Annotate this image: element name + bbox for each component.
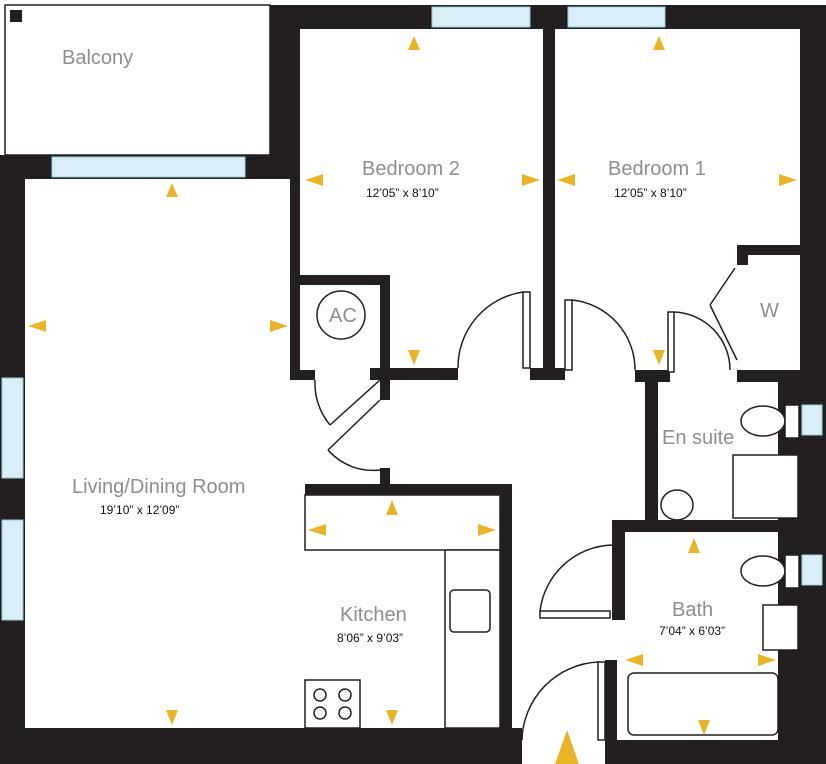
ensuite-toilet — [740, 405, 786, 437]
doors — [314, 267, 738, 741]
direction-arrows — [28, 36, 797, 764]
wardrobe-label: W — [760, 300, 779, 322]
bedroom1-dims: 12’05” x 8’10” — [614, 186, 687, 200]
bath-basin — [762, 604, 799, 651]
bath-label: Bath — [672, 599, 713, 621]
balcony-outline — [4, 4, 271, 156]
balcony-label: Balcony — [62, 47, 133, 69]
windows — [1, 6, 823, 621]
walls — [0, 5, 826, 764]
bedroom1-label: Bedroom 1 — [608, 158, 706, 180]
kitchen-counter-side — [444, 549, 501, 729]
bath-dims: 7’04” x 6’03” — [659, 624, 725, 638]
bedroom2-label: Bedroom 2 — [362, 158, 460, 180]
hob — [304, 679, 361, 729]
bedroom2-dims: 12’05” x 8’10” — [366, 186, 439, 200]
ensuite-basin — [660, 489, 694, 521]
kitchen-sink — [449, 589, 491, 633]
shower — [732, 454, 799, 519]
kitchen-dims: 8’06” x 9’03” — [337, 631, 403, 645]
ac-label: AC — [329, 305, 357, 327]
bath-toilet — [740, 555, 786, 587]
room-labels: Balcony Bedroom 2 12’05” x 8’10” Bedroom… — [62, 47, 779, 645]
ac-unit — [316, 290, 366, 340]
ensuite-label: En suite — [662, 427, 734, 449]
entrance-arrow — [555, 730, 579, 764]
kitchen-label: Kitchen — [340, 604, 407, 626]
living-dims: 19’10” x 12’09” — [100, 503, 179, 517]
living-label: Living/Dining Room — [72, 476, 245, 498]
balcony-marker — [10, 10, 22, 22]
bathtub — [627, 672, 779, 736]
kitchen-counter-top — [304, 494, 501, 551]
fixtures — [304, 404, 800, 736]
